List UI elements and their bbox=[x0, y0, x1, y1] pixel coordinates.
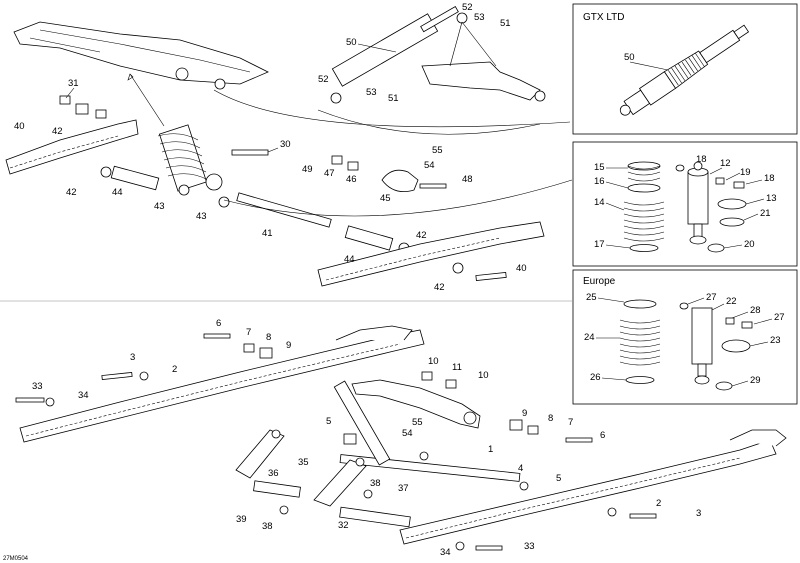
callout-label: 34 bbox=[440, 547, 451, 558]
callout-label: 31 bbox=[68, 78, 79, 89]
callout-label: 17 bbox=[594, 239, 605, 250]
callout-label: 53 bbox=[474, 12, 485, 23]
callout-label: 6 bbox=[600, 430, 605, 441]
callout-label: 49 bbox=[302, 164, 313, 175]
callout-label: 55 bbox=[432, 145, 443, 156]
callout-label: 45 bbox=[380, 193, 391, 204]
callout-label: 36 bbox=[268, 468, 279, 479]
callout-label: 40 bbox=[14, 121, 25, 132]
callout-label: 10 bbox=[478, 370, 489, 381]
callout-label: 46 bbox=[346, 174, 357, 185]
callout-label: 39 bbox=[236, 514, 247, 525]
callout-label: 27 bbox=[706, 292, 717, 303]
callout-label: 7 bbox=[568, 417, 573, 428]
callout-label: 33 bbox=[32, 381, 43, 392]
callout-label: 55 bbox=[412, 417, 423, 428]
callout-label: 29 bbox=[750, 375, 761, 386]
inset-gtx-ltd: GTX LTD 50 bbox=[572, 3, 798, 135]
callout-label: 2 bbox=[656, 498, 661, 509]
callout-label: 11 bbox=[452, 362, 462, 373]
callout-label: 38 bbox=[262, 521, 273, 532]
callout-label: 43 bbox=[196, 211, 207, 222]
callout-label: 21 bbox=[760, 208, 771, 219]
callout-label: 50 bbox=[346, 37, 357, 48]
callout-label: 54 bbox=[402, 428, 413, 439]
diagram-code: 27M0504 bbox=[3, 556, 29, 562]
callout-label: 34 bbox=[78, 390, 89, 401]
callout-label: 50 bbox=[624, 52, 635, 63]
callout-label: 19 bbox=[740, 167, 751, 178]
callout-label: 14 bbox=[594, 197, 605, 208]
callout-label: 44 bbox=[112, 187, 123, 198]
callout-label: 5 bbox=[326, 416, 331, 427]
inset-europe: Europe 25 27 22 28 27 24 23 26 29 bbox=[572, 269, 798, 405]
callout-label: 30 bbox=[280, 139, 291, 150]
callout-label: 42 bbox=[66, 187, 77, 198]
callout-label: 41 bbox=[262, 228, 273, 239]
callout-label: 23 bbox=[770, 335, 781, 346]
callout-label: 24 bbox=[584, 332, 595, 343]
inset-gtx-ltd-title: GTX LTD bbox=[583, 12, 624, 23]
callout-label: 37 bbox=[398, 483, 409, 494]
callout-label: 12 bbox=[720, 158, 731, 169]
callout-label: 48 bbox=[462, 174, 473, 185]
callout-label: 9 bbox=[522, 408, 527, 419]
callout-label: 3 bbox=[696, 508, 701, 519]
callout-label: 42 bbox=[434, 282, 445, 293]
inset-europe-title: Europe bbox=[583, 276, 616, 287]
callout-label: 4 bbox=[518, 463, 523, 474]
callout-label: 1 bbox=[488, 444, 493, 455]
callout-label: 27 bbox=[774, 312, 785, 323]
callout-label: 6 bbox=[216, 318, 221, 329]
callout-label: 52 bbox=[318, 74, 329, 85]
callout-label: 18 bbox=[696, 154, 707, 165]
callout-label: 53 bbox=[366, 87, 377, 98]
callout-label: 8 bbox=[266, 332, 271, 343]
callout-label: 13 bbox=[766, 193, 777, 204]
callout-label: 42 bbox=[52, 126, 63, 137]
bottom-callouts: 6 7 8 9 3 2 33 34 10 11 10 5 55 54 1 9 8… bbox=[32, 318, 701, 558]
callout-label: 16 bbox=[594, 176, 605, 187]
callout-label: 47 bbox=[324, 168, 335, 179]
callout-label: 28 bbox=[750, 305, 761, 316]
callout-label: 10 bbox=[428, 356, 439, 367]
callout-label: 40 bbox=[516, 263, 527, 274]
callout-label: 18 bbox=[764, 173, 775, 184]
callout-label: 52 bbox=[462, 2, 473, 13]
callout-label: 32 bbox=[338, 520, 349, 531]
callout-label: 26 bbox=[590, 372, 601, 383]
callout-label: 35 bbox=[298, 457, 309, 468]
callout-label: 54 bbox=[424, 160, 435, 171]
callout-label: 7 bbox=[246, 327, 251, 338]
callout-label: 3 bbox=[130, 352, 135, 363]
top-callouts: 52 53 51 50 52 53 51 31 40 42 30 49 47 4… bbox=[14, 2, 527, 293]
bottom-assembly bbox=[15, 325, 787, 551]
callout-label: 51 bbox=[388, 93, 399, 104]
callout-label: 9 bbox=[286, 340, 291, 351]
callout-label: 22 bbox=[726, 296, 737, 307]
callout-label: 42 bbox=[416, 230, 427, 241]
callout-label: 25 bbox=[586, 292, 597, 303]
callout-label: 33 bbox=[524, 541, 535, 552]
callout-label: 15 bbox=[594, 162, 605, 173]
callout-label: 20 bbox=[744, 239, 755, 250]
callout-label: 38 bbox=[370, 478, 381, 489]
top-assembly bbox=[5, 5, 573, 287]
callout-label: 43 bbox=[154, 201, 165, 212]
callout-label: 44 bbox=[344, 254, 355, 265]
callout-label: 5 bbox=[556, 473, 561, 484]
callout-label: 51 bbox=[500, 18, 511, 29]
inset-standard: 15 16 14 17 18 12 19 18 13 21 20 bbox=[572, 141, 798, 267]
callout-label: 2 bbox=[172, 364, 177, 375]
callout-label: 8 bbox=[548, 413, 553, 424]
